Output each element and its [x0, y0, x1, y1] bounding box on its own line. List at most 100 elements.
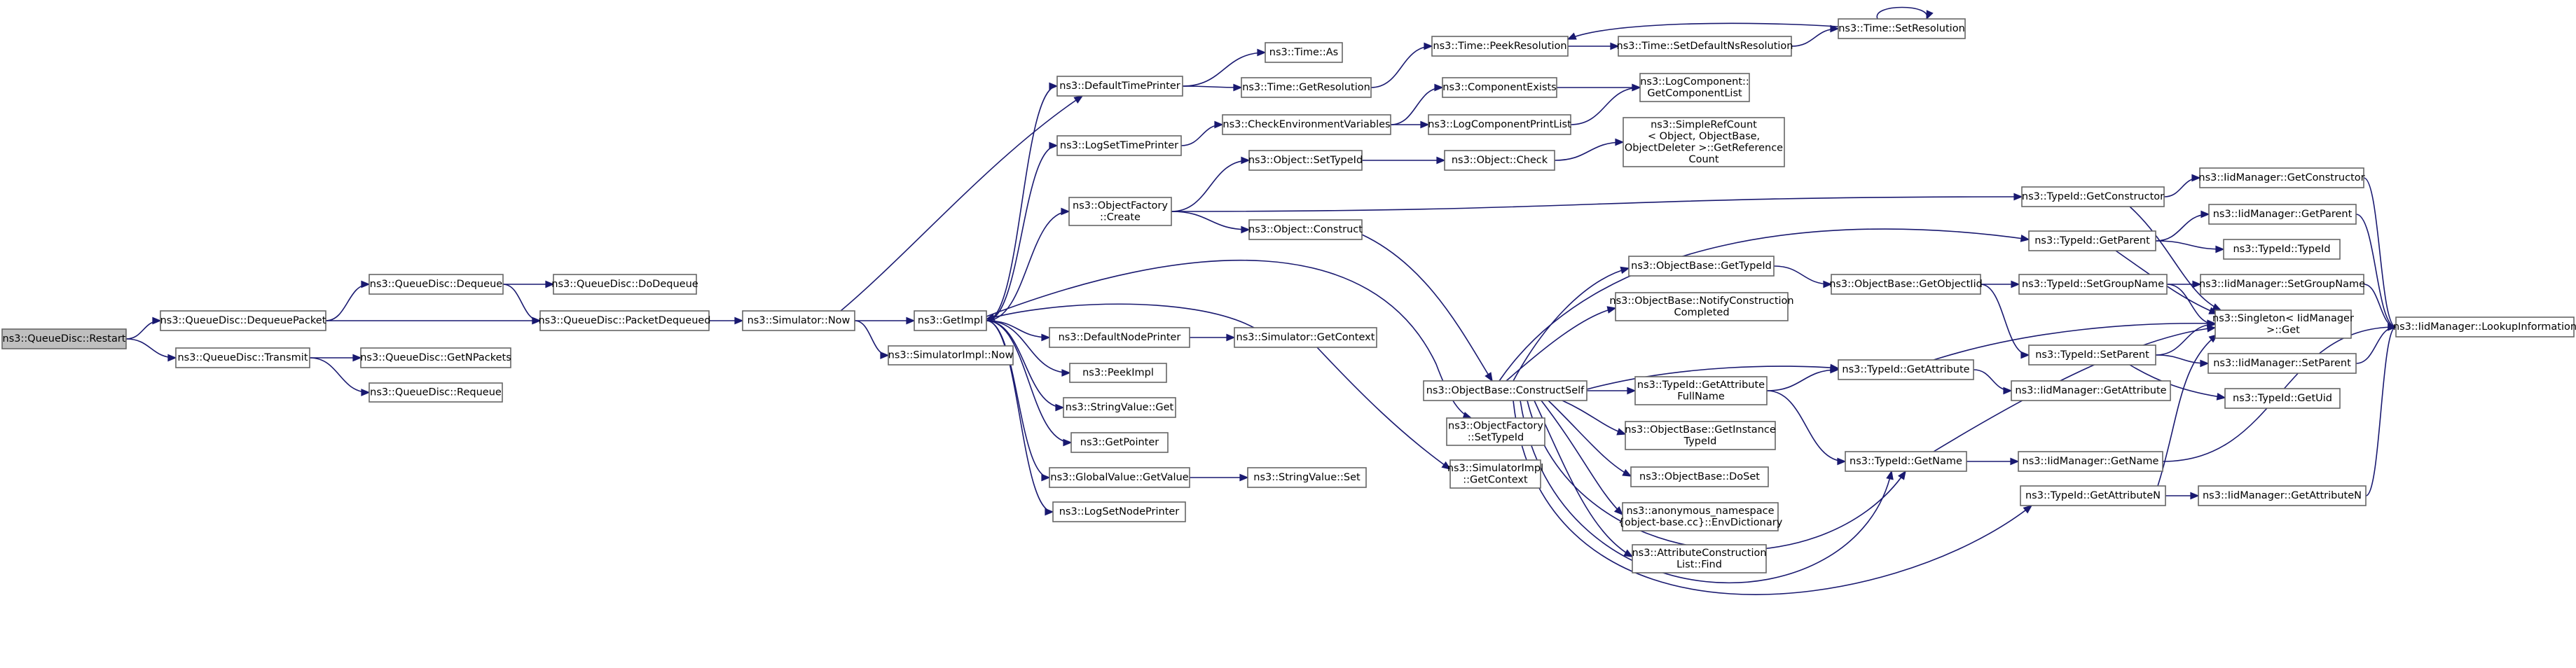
call-edges	[125, 6, 2397, 595]
node-objectCheck[interactable]: ns3::Object::Check	[1444, 150, 1555, 171]
node-simpleRefCount[interactable]: ns3::SimpleRefCount< Object, ObjectBase,…	[1623, 117, 1785, 167]
node-iidGetConstructor[interactable]: ns3::IidManager::GetConstructor	[2198, 167, 2365, 188]
node-timeSetResolution[interactable]: ns3::Time::SetResolution	[1838, 18, 1966, 39]
node-iidGetAttribute[interactable]: ns3::IidManager::GetAttribute	[2011, 380, 2171, 401]
node-obDoSet[interactable]: ns3::ObjectBase::DoSet	[1630, 466, 1769, 487]
node-box	[1428, 114, 1571, 135]
edge-typeIdGetName-to-iidGetName	[1966, 457, 2020, 466]
node-typeIdGetConstructor[interactable]: ns3::TypeId::GetConstructor	[2021, 186, 2165, 207]
node-getImpl[interactable]: ns3::GetImpl	[914, 310, 987, 331]
node-doDequeue[interactable]: ns3::QueueDisc::DoDequeue	[551, 274, 698, 295]
node-label: ns3::Object::Construct	[1248, 224, 1363, 235]
node-logComponentPrintList[interactable]: ns3::LogComponentPrintList	[1428, 114, 1571, 135]
edge-iidGetConstructor-to-iidLookupInformation	[2363, 177, 2397, 331]
node-logComponentGetList[interactable]: ns3::LogComponent::GetComponentList	[1639, 73, 1750, 102]
node-stringValueGet[interactable]: ns3::StringValue::Get	[1063, 397, 1176, 418]
node-label: ns3::GetImpl	[918, 315, 983, 326]
edge-line	[1933, 322, 2216, 361]
node-label: ns3::TypeId::TypeId	[2233, 244, 2330, 255]
node-box	[1831, 274, 1981, 295]
edge-line	[1171, 196, 2023, 212]
node-checkEnvVars[interactable]: ns3::CheckEnvironmentVariables	[1222, 114, 1391, 135]
node-dequeuePacket[interactable]: ns3::QueueDisc::DequeuePacket	[160, 310, 326, 331]
node-requeue[interactable]: ns3::QueueDisc::Requeue	[369, 382, 503, 403]
node-typeIdTypeId[interactable]: ns3::TypeId::TypeId	[2223, 239, 2341, 260]
edge-simNow-to-defaultTimePrinter	[840, 95, 1084, 312]
node-logSetTimePrinter[interactable]: ns3::LogSetTimePrinter	[1056, 135, 1182, 156]
node-timeSetDefaultNsRes[interactable]: ns3::Time::SetDefaultNsResolution	[1617, 36, 1793, 57]
edge-line	[1541, 400, 1623, 515]
node-iidGetParent[interactable]: ns3::IidManager::GetParent	[2208, 204, 2357, 225]
node-iidSetParent[interactable]: ns3::IidManager::SetParent	[2207, 353, 2357, 374]
node-box	[2020, 485, 2166, 506]
arrow-head-icon	[1045, 508, 1054, 516]
edge-line	[1361, 234, 1493, 382]
node-typeIdGetAttributeN[interactable]: ns3::TypeId::GetAttributeN	[2020, 485, 2166, 506]
node-typeIdGetName[interactable]: ns3::TypeId::GetName	[1845, 451, 1967, 472]
arrow-head-icon	[1610, 42, 1620, 50]
edge-getImpl-to-objectFactoryCreate	[986, 207, 1070, 321]
node-label: ns3::QueueDisc::DoDequeue	[551, 279, 698, 290]
node-objectFactoryCreate[interactable]: ns3::ObjectFactory::Create	[1068, 197, 1172, 226]
node-typeIdGetAttribute[interactable]: ns3::TypeId::GetAttribute	[1838, 359, 1974, 380]
node-typeIdSetParent[interactable]: ns3::TypeId::SetParent	[2028, 345, 2156, 366]
arrow-head-icon	[1041, 333, 1051, 342]
node-singletonGet[interactable]: ns3::Singleton< IidManager>::Get	[2212, 309, 2354, 339]
node-label: ns3::IidManager::SetGroupName	[2199, 279, 2365, 290]
edge-iidGetParent-to-iidLookupInformation	[2355, 214, 2397, 331]
node-box	[1632, 544, 1767, 573]
node-obGetTypeId[interactable]: ns3::ObjectBase::GetTypeId	[1628, 256, 1775, 277]
node-label: ns3::LogComponentPrintList	[1428, 119, 1571, 130]
arrow-head-icon	[1926, 10, 1934, 20]
node-getNPackets[interactable]: ns3::QueueDisc::GetNPackets	[360, 347, 511, 368]
node-obGetObjectIid[interactable]: ns3::ObjectBase::GetObjectIid	[1829, 274, 1983, 295]
node-simImplNow[interactable]: ns3::SimulatorImpl::Now	[888, 345, 1014, 366]
node-logSetNodePrinter[interactable]: ns3::LogSetNodePrinter	[1052, 501, 1186, 522]
node-objectFactorySetTypeId[interactable]: ns3::ObjectFactory::SetTypeId	[1446, 417, 1545, 446]
node-iidGetAttributeN[interactable]: ns3::IidManager::GetAttributeN	[2198, 485, 2367, 506]
edge-simNow-to-getImpl	[854, 316, 916, 325]
node-simNow[interactable]: ns3::Simulator::Now	[742, 310, 855, 331]
node-iidLookupInformation[interactable]: ns3::IidManager::LookupInformation	[2393, 316, 2576, 338]
node-transmit[interactable]: ns3::QueueDisc::Transmit	[175, 347, 310, 368]
node-dequeue[interactable]: ns3::QueueDisc::Dequeue	[369, 274, 504, 295]
node-label: ns3::IidManager::GetName	[2023, 456, 2159, 467]
node-constructSelf[interactable]: ns3::ObjectBase::ConstructSelf	[1423, 380, 1587, 401]
node-objectSetTypeId[interactable]: ns3::Object::SetTypeId	[1248, 150, 1363, 171]
node-box	[369, 382, 503, 403]
node-obNotifyConstruction[interactable]: ns3::ObjectBase::NotifyConstructionCompl…	[1609, 292, 1794, 321]
node-restart[interactable]: ns3::QueueDisc::Restart	[1, 328, 127, 349]
node-defaultTimePrinter[interactable]: ns3::DefaultTimePrinter	[1056, 76, 1183, 97]
node-peekImpl[interactable]: ns3::PeekImpl	[1069, 363, 1167, 383]
arrow-head-icon	[1233, 83, 1243, 92]
node-label: ns3::Simulator::GetContext	[1237, 332, 1375, 343]
node-packetDequeued[interactable]: ns3::QueueDisc::PacketDequeued	[538, 310, 711, 331]
node-box	[2021, 186, 2165, 207]
node-typeIdSetGroupName[interactable]: ns3::TypeId::SetGroupName	[2018, 274, 2168, 295]
node-typeIdGetUid[interactable]: ns3::TypeId::GetUid	[2224, 388, 2341, 409]
node-componentExists[interactable]: ns3::ComponentExists	[1442, 77, 1557, 98]
edge-typeIdGetAttrFullName-to-typeIdGetAttribute	[1766, 366, 1840, 391]
node-simGetContext[interactable]: ns3::Simulator::GetContext	[1234, 327, 1377, 348]
node-label: ns3::LogSetNodePrinter	[1059, 506, 1180, 517]
edge-line	[1876, 6, 1928, 20]
node-typeIdGetParent[interactable]: ns3::TypeId::GetParent	[2028, 230, 2156, 251]
node-iidGetName[interactable]: ns3::IidManager::GetName	[2018, 451, 2163, 472]
node-box	[2011, 380, 2171, 401]
node-box	[1248, 219, 1363, 240]
node-stringValueSet[interactable]: ns3::StringValue::Set	[1247, 467, 1367, 488]
node-defaultNodePrinter[interactable]: ns3::DefaultNodePrinter	[1049, 327, 1190, 348]
node-timePeekResolution[interactable]: ns3::Time::PeekResolution	[1431, 36, 1569, 57]
node-globalValueGetValue[interactable]: ns3::GlobalValue::GetValue	[1049, 467, 1190, 488]
node-iidSetGroupName[interactable]: ns3::IidManager::SetGroupName	[2199, 274, 2365, 295]
node-timeAs[interactable]: ns3::Time::As	[1265, 42, 1343, 63]
node-box	[2200, 274, 2364, 295]
node-simImplGetContext[interactable]: ns3::SimulatorImpl::GetContext	[1447, 459, 1543, 489]
node-objectConstruct[interactable]: ns3::Object::Construct	[1248, 219, 1363, 240]
node-envDictionary[interactable]: ns3::anonymous_namespace{object-base.cc}…	[1618, 502, 1783, 531]
node-getPointer[interactable]: ns3::GetPointer	[1070, 432, 1169, 453]
node-timeGetResolution[interactable]: ns3::Time::GetResolution	[1241, 77, 1372, 98]
